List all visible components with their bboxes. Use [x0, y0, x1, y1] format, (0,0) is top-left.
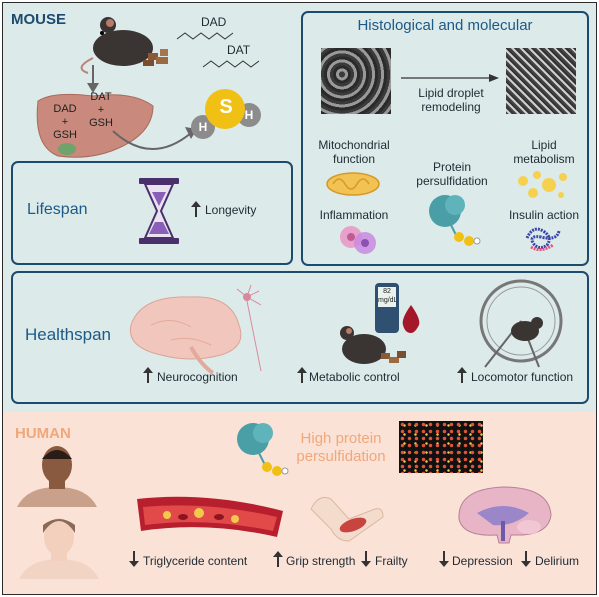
human-protein-icon — [237, 423, 289, 476]
depression-label: Depression — [452, 554, 513, 568]
blood-vessel-illustration — [137, 496, 283, 537]
liver-dat-gsh-text: DAT + GSH — [89, 91, 113, 130]
inflammation-label: Inflammation — [319, 208, 389, 222]
mitochondria-icon — [326, 172, 380, 196]
molecule-h-left-label: H — [198, 120, 208, 134]
histology-image-before — [321, 48, 391, 114]
glucometer-unit: mg/dL — [378, 297, 398, 304]
human-brain-illustration — [458, 486, 552, 544]
lifespan-title: Lifespan — [27, 201, 88, 218]
liver-dad-gsh-text: DAD + GSH — [53, 103, 77, 142]
dad-label: DAD — [201, 15, 227, 29]
metabolic-control-label: Metabolic control — [309, 370, 400, 384]
blood-drop-icon — [402, 305, 420, 333]
dat-structure-icon — [202, 60, 260, 68]
neurocognition-up-arrow — [143, 367, 153, 383]
locomotor-function-label: Locomotor function — [471, 370, 574, 384]
lifespan-panel — [11, 161, 293, 265]
brain-neuron-illustration — [129, 284, 262, 375]
h2s-molecule-icon — [191, 89, 261, 139]
dad-structure-icon — [176, 32, 234, 40]
high-protein-persulfidation-label: High protein persulfidation — [296, 430, 386, 465]
grip-strength-label: Grip strength — [286, 554, 356, 568]
mouse-eating-illustration — [80, 17, 168, 74]
histological-title: Histological and molecular — [357, 17, 533, 34]
mouse-to-liver-arrow — [87, 65, 99, 93]
delirium-down-arrow — [521, 551, 531, 567]
glucometer-reading: 82 — [383, 288, 391, 295]
human-face-female-icon — [19, 518, 99, 579]
neurocognition-label: Neurocognition — [157, 370, 238, 384]
human-section-label: HUMAN — [15, 425, 71, 442]
locomotor-up-arrow — [457, 367, 467, 383]
molecule-s-label: S — [219, 96, 233, 118]
liver-illustration — [36, 93, 154, 158]
healthspan-panel — [11, 271, 589, 404]
mitochondrial-label: Mitochondrial function — [318, 138, 390, 167]
grip-up-arrow — [273, 551, 283, 567]
protein-array-image — [399, 421, 483, 473]
arm-muscle-illustration — [310, 496, 384, 542]
triglyceride-down-arrow — [129, 551, 139, 567]
metabolic-up-arrow — [297, 367, 307, 383]
lipid-metabolism-label: Lipid metabolism — [513, 138, 575, 167]
human-face-male-icon — [17, 446, 97, 507]
running-wheel-illustration — [479, 279, 563, 368]
insulin-molecule-icon — [525, 227, 561, 252]
glucometer-icon: 82 mg/dL — [375, 283, 399, 333]
protein-structure-icon — [429, 195, 481, 246]
lipid-droplets-icon — [518, 171, 567, 198]
depression-down-arrow — [439, 551, 449, 567]
longevity-label: Longevity — [205, 203, 257, 217]
mouse-metabolic-illustration — [340, 326, 406, 364]
triglyceride-label: Triglyceride content — [143, 554, 248, 568]
healthspan-title: Healthspan — [25, 325, 112, 344]
protein-persulfidation-label: Protein persulfidation — [416, 160, 488, 189]
inflammation-cells-icon — [340, 226, 376, 254]
mouse-section — [3, 3, 596, 412]
hourglass-icon — [139, 178, 179, 244]
frailty-down-arrow — [361, 551, 371, 567]
dat-label: DAT — [227, 43, 251, 57]
histological-panel — [301, 11, 589, 266]
insulin-action-label: Insulin action — [508, 208, 580, 222]
frailty-label: Frailty — [375, 554, 408, 568]
histology-image-after — [506, 48, 576, 114]
remodeling-arrow — [401, 74, 499, 82]
lipid-droplet-label: Lipid droplet remodeling — [418, 86, 484, 115]
molecule-h-right-label: H — [244, 108, 254, 122]
longevity-up-arrow — [191, 201, 201, 217]
mouse-section-label: MOUSE — [11, 11, 67, 28]
delirium-label: Delirium — [535, 554, 580, 568]
